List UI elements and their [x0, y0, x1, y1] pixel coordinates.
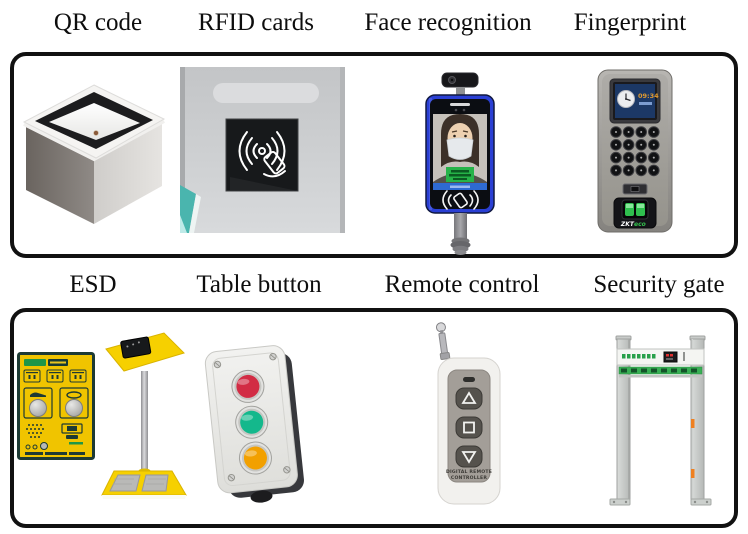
- label-rfid-cards: RFID cards: [198, 9, 314, 36]
- led-strip: [618, 366, 703, 375]
- header-green-text: [622, 354, 656, 359]
- gate-header: [616, 348, 705, 378]
- up-triangle-icon: [461, 391, 477, 404]
- connector-port: [61, 423, 83, 445]
- led-slot: [463, 377, 475, 382]
- bell-key: [622, 183, 648, 195]
- zone-indicator-upper: [691, 419, 695, 428]
- down-button: [455, 445, 483, 468]
- indicator-windows: [23, 369, 87, 383]
- footwear-icon: [30, 392, 46, 397]
- zone-indicator-lower: [691, 469, 695, 478]
- keypad: [610, 126, 660, 177]
- stop-button: [455, 416, 483, 439]
- label-security-gate: Security gate: [593, 271, 725, 298]
- brand-text-suffix: eco: [634, 221, 646, 228]
- label-qr-code: QR code: [53, 9, 143, 36]
- test-electrodes: [23, 387, 89, 419]
- tester-unit: [120, 336, 152, 359]
- mounting-pole: [450, 213, 471, 255]
- remote-label-line1: DIGITAL REMOTE: [446, 469, 492, 475]
- label-table-button: Table button: [196, 271, 322, 298]
- fingerprint-terminal-image: 09:34 ZKT eco: [597, 69, 673, 233]
- terminal-screen: [433, 114, 487, 190]
- rfid-wave-icon: [238, 131, 286, 178]
- antenna: [435, 322, 451, 360]
- wrist-strap-icon: [66, 391, 82, 399]
- red-pushbutton: [231, 369, 265, 403]
- qr-scanner-image: [22, 84, 166, 224]
- fingerprint-sensor: ZKT eco: [613, 197, 657, 229]
- esd-tester-panel-image: [17, 352, 95, 460]
- zone-display: [663, 351, 678, 363]
- scanner-top-window: [22, 84, 166, 159]
- speaker-holes: [26, 424, 44, 438]
- rfid-reader-image: [180, 67, 345, 233]
- camera-module: [441, 72, 479, 95]
- brand-badge: [24, 359, 46, 366]
- label-esd: ESD: [69, 271, 117, 298]
- card-icon: [263, 151, 286, 175]
- gate-feet: [609, 498, 712, 506]
- push-button-box-image: [204, 345, 304, 503]
- label-fingerprint: Fingerprint: [573, 9, 687, 36]
- card-swipe-icon: [442, 190, 479, 210]
- down-triangle-icon: [461, 451, 477, 464]
- label-remote-control: Remote control: [384, 271, 540, 298]
- security-gate-image: [609, 335, 712, 506]
- orange-pushbutton: [238, 441, 272, 475]
- stand-pole: [141, 371, 148, 471]
- scanner-lens: [93, 130, 99, 136]
- green-pushbutton: [235, 405, 269, 439]
- face-mask: [446, 137, 474, 160]
- corner-screws: [213, 352, 291, 482]
- clock-screen: 09:34: [609, 78, 661, 124]
- screen-time: 09:34: [638, 92, 659, 100]
- esd-foot-stand-image: [101, 332, 187, 499]
- face-recognition-terminal-image: [425, 72, 495, 255]
- up-button: [455, 387, 483, 410]
- remote-control-image: DIGITAL REMOTE CONTROLLER: [435, 322, 501, 505]
- panel-slot-highlight: [213, 83, 319, 103]
- label-face-recognition: Face recognition: [364, 9, 532, 36]
- foot-plate-right: [141, 474, 169, 492]
- caption-strip: [25, 452, 85, 455]
- teal-background-corner: [180, 185, 196, 233]
- remote-label-line2: CONTROLLER: [451, 475, 487, 481]
- square-icon: [463, 421, 475, 434]
- cable-gland: [250, 490, 273, 503]
- brand-text-prefix: ZKT: [620, 221, 635, 228]
